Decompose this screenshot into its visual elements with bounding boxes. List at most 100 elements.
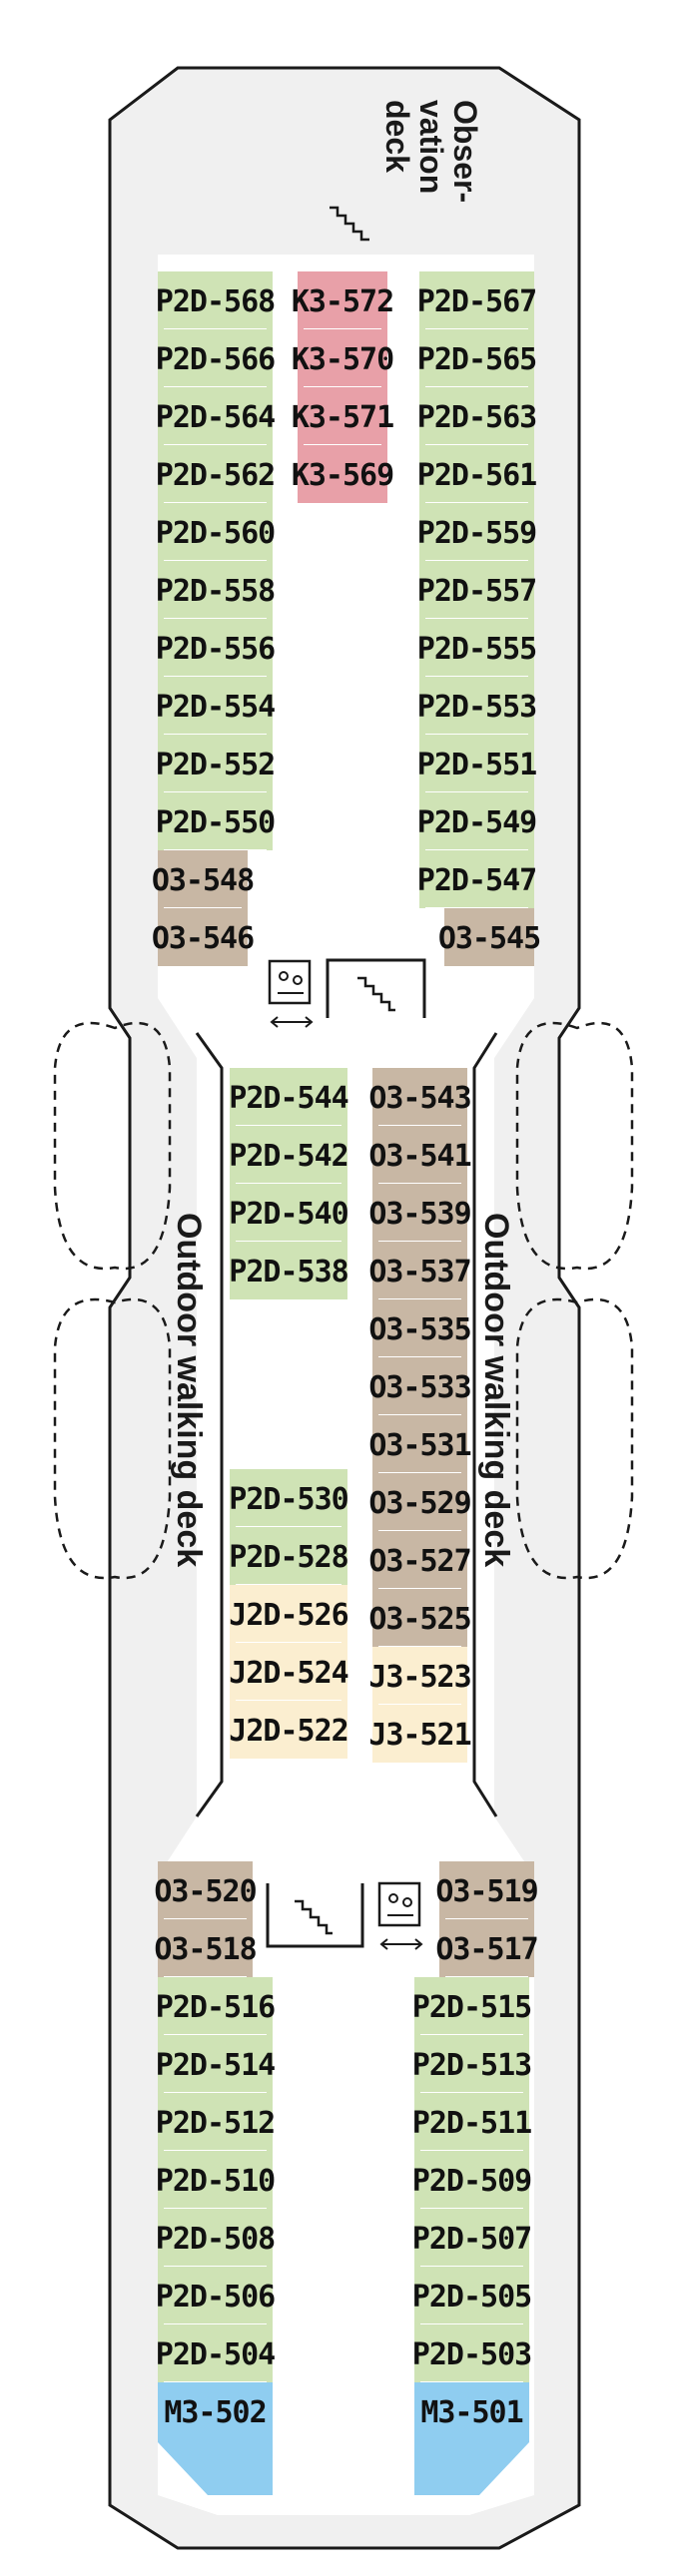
cabin-k3-571[interactable]: K3-571 (292, 387, 394, 446)
cabin-p2d-549[interactable]: P2D-549 (417, 792, 537, 851)
cabin-block (419, 561, 534, 619)
cabin-p2d-563[interactable]: P2D-563 (417, 387, 537, 446)
cabin-o3-541[interactable]: O3-541 (368, 1126, 472, 1185)
cabin-p2d-542[interactable]: P2D-542 (229, 1126, 349, 1185)
cabin-o3-537[interactable]: O3-537 (368, 1242, 472, 1300)
cabin-o3-517[interactable]: O3-517 (435, 1919, 539, 1978)
cabin-block (230, 1469, 347, 1527)
cabin-j3-523[interactable]: J3-523 (368, 1647, 472, 1706)
cabin-p2d-511[interactable]: P2D-511 (412, 2093, 532, 2152)
stairs-icon (330, 206, 369, 242)
cabin-p2d-509[interactable]: P2D-509 (412, 2151, 532, 2210)
cabin-o3-520[interactable]: O3-520 (154, 1861, 258, 1920)
lifeboat-right-2 (515, 1297, 634, 1580)
cabin-block (372, 1299, 467, 1357)
cabin-o3-545[interactable]: O3-545 (438, 908, 541, 966)
cabin-o3-543[interactable]: O3-543 (368, 1068, 472, 1127)
cabin-o3-546[interactable]: O3-546 (152, 908, 255, 966)
cabin-number: P2D-540 (229, 1197, 347, 1232)
cabin-k3-572[interactable]: K3-572 (292, 271, 394, 330)
cabin-number: P2D-558 (156, 574, 275, 609)
cabin-p2d-506[interactable]: P2D-506 (156, 2267, 276, 2325)
cabin-block (419, 792, 534, 850)
cabin-p2d-560[interactable]: P2D-560 (156, 503, 276, 562)
cabin-p2d-507[interactable]: P2D-507 (412, 2209, 532, 2268)
cabin-p2d-515[interactable]: P2D-515 (412, 1977, 532, 2036)
cabin-p2d-551[interactable]: P2D-551 (417, 735, 537, 793)
observation-deck-line-1: Obser- (447, 100, 483, 203)
cabin-p2d-530[interactable]: P2D-530 (229, 1469, 349, 1528)
cabin-p2d-547[interactable]: P2D-547 (417, 850, 537, 909)
cabin-p2d-564[interactable]: P2D-564 (156, 387, 276, 446)
cabin-m3-501[interactable]: M3-501 (414, 2382, 529, 2495)
cabin-p2d-562[interactable]: P2D-562 (156, 445, 276, 504)
cabin-j2d-526[interactable]: J2D-526 (229, 1585, 349, 1644)
cabin-number: P2D-547 (417, 863, 536, 898)
cabin-number: P2D-503 (412, 2337, 531, 2372)
cabin-p2d-510[interactable]: P2D-510 (156, 2151, 276, 2210)
walking-deck-right-label: Outdoor walking deck (477, 1213, 515, 1567)
cabin-p2d-503[interactable]: P2D-503 (412, 2324, 532, 2383)
cabin-o3-529[interactable]: O3-529 (368, 1473, 472, 1532)
cabin-o3-519[interactable]: O3-519 (435, 1861, 539, 1920)
cabin-p2d-555[interactable]: P2D-555 (417, 619, 537, 678)
cabin-p2d-513[interactable]: P2D-513 (412, 2035, 532, 2094)
cabin-o3-548[interactable]: O3-548 (152, 850, 255, 909)
cabin-block (298, 445, 387, 503)
cabin-p2d-553[interactable]: P2D-553 (417, 677, 537, 736)
cabin-p2d-559[interactable]: P2D-559 (417, 503, 537, 562)
cabin-p2d-528[interactable]: P2D-528 (229, 1527, 349, 1586)
cabin-number: P2D-553 (417, 690, 536, 725)
cabin-number: O3-517 (435, 1932, 537, 1967)
cabin-p2d-565[interactable]: P2D-565 (417, 329, 537, 388)
cabin-number: J3-521 (368, 1718, 470, 1753)
cabin-p2d-516[interactable]: P2D-516 (156, 1977, 276, 2036)
cabin-block (414, 2267, 529, 2324)
cabin-p2d-556[interactable]: P2D-556 (156, 619, 276, 678)
cabin-k3-570[interactable]: K3-570 (292, 329, 394, 388)
cabin-p2d-567[interactable]: P2D-567 (417, 271, 537, 330)
cabin-p2d-514[interactable]: P2D-514 (156, 2035, 276, 2094)
cabin-j2d-524[interactable]: J2D-524 (229, 1643, 349, 1702)
cabin-j3-521[interactable]: J3-521 (368, 1705, 472, 1763)
cabin-block (158, 2382, 273, 2495)
cabin-p2d-557[interactable]: P2D-557 (417, 561, 537, 620)
cabin-o3-535[interactable]: O3-535 (368, 1299, 472, 1358)
cabin-o3-527[interactable]: O3-527 (368, 1531, 472, 1590)
cabin-o3-539[interactable]: O3-539 (368, 1184, 472, 1243)
cabin-p2d-561[interactable]: P2D-561 (417, 445, 537, 504)
cabin-p2d-508[interactable]: P2D-508 (156, 2209, 276, 2268)
cabin-p2d-552[interactable]: P2D-552 (156, 735, 276, 793)
cabin-number: O3-546 (152, 921, 254, 956)
cabin-block (158, 2151, 273, 2209)
cabin-number: P2D-561 (417, 458, 536, 493)
cabin-p2d-538[interactable]: P2D-538 (229, 1242, 349, 1299)
cabin-block (158, 2093, 273, 2151)
observation-deck-line-2: vation (413, 100, 449, 194)
cabin-number: J2D-526 (229, 1598, 347, 1633)
cabin-p2d-512[interactable]: P2D-512 (156, 2093, 276, 2152)
cabin-p2d-568[interactable]: P2D-568 (156, 271, 276, 330)
cabin-block (158, 1861, 253, 1919)
cabin-j2d-522[interactable]: J2D-522 (229, 1701, 349, 1759)
cabin-p2d-554[interactable]: P2D-554 (156, 677, 276, 736)
cabin-o3-525[interactable]: O3-525 (368, 1589, 472, 1648)
cabin-p2d-540[interactable]: P2D-540 (229, 1184, 349, 1243)
cabin-number: O3-541 (368, 1139, 470, 1174)
cabin-o3-531[interactable]: O3-531 (368, 1415, 472, 1474)
cabin-number: O3-537 (368, 1255, 470, 1289)
cabin-p2d-544[interactable]: P2D-544 (229, 1068, 349, 1127)
cabin-o3-533[interactable]: O3-533 (368, 1357, 472, 1416)
cabin-p2d-550[interactable]: P2D-550 (156, 792, 276, 851)
cabin-number: O3-543 (368, 1081, 470, 1116)
cabin-k3-569[interactable]: K3-569 (292, 445, 394, 503)
cabin-p2d-566[interactable]: P2D-566 (156, 329, 276, 388)
cabin-p2d-504[interactable]: P2D-504 (156, 2324, 276, 2383)
cabin-p2d-558[interactable]: P2D-558 (156, 561, 276, 620)
cabin-number: P2D-528 (229, 1540, 347, 1575)
cabin-o3-518[interactable]: O3-518 (154, 1919, 258, 1978)
cabin-p2d-505[interactable]: P2D-505 (412, 2267, 532, 2325)
cabin-m3-502[interactable]: M3-502 (158, 2382, 273, 2495)
cabin-block (419, 735, 534, 792)
lifeboat-right-1 (515, 1021, 634, 1271)
